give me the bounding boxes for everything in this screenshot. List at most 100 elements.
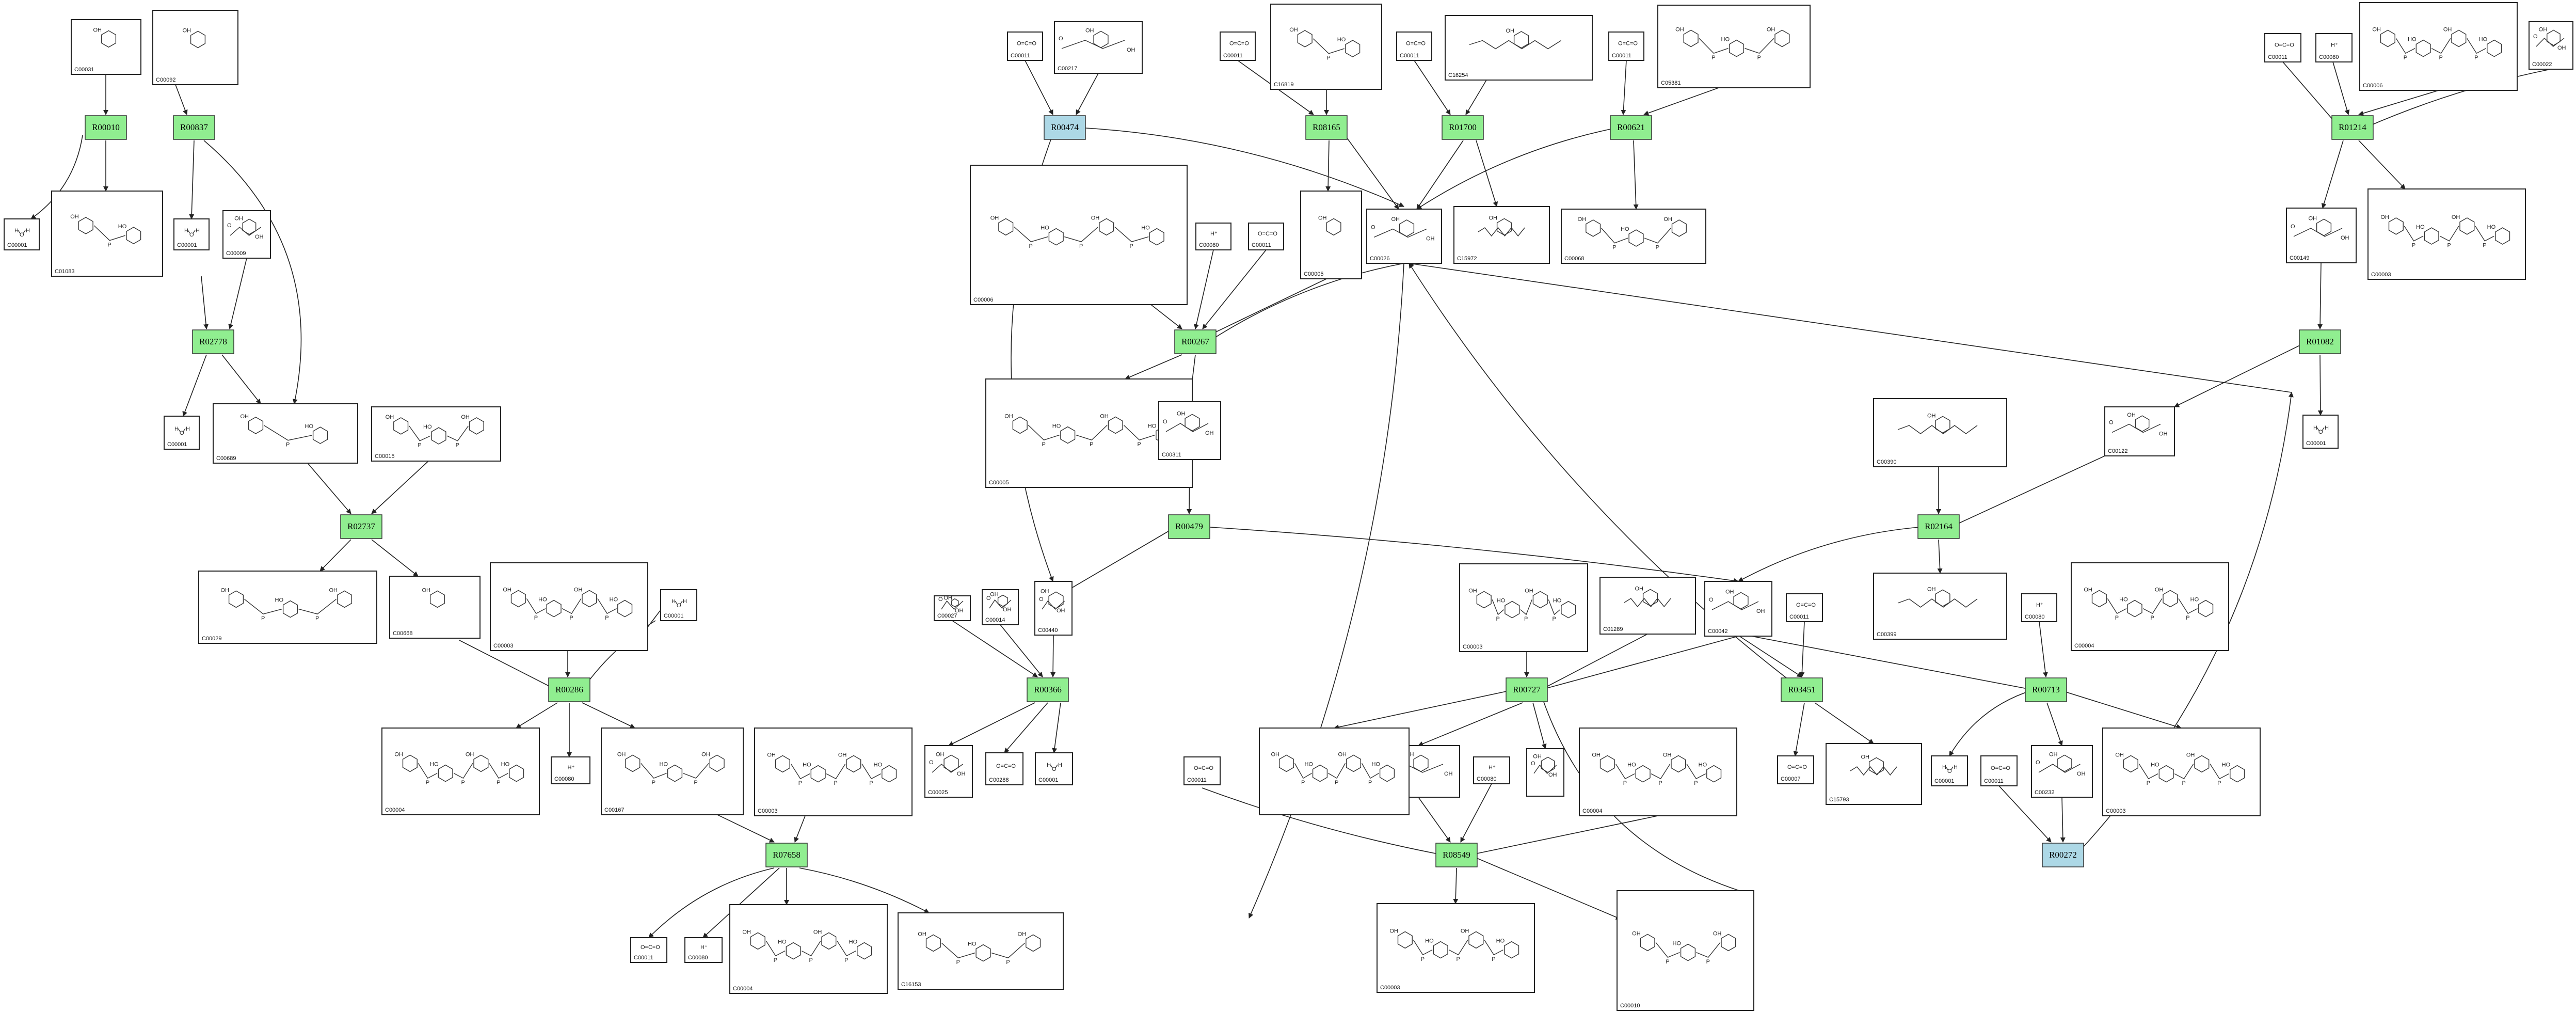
compound-node[interactable]: H⁺C00080 (684, 937, 723, 963)
reaction-node[interactable]: R01700 (1442, 115, 1484, 140)
compound-id-label: C00006 (2363, 83, 2383, 89)
reaction-node[interactable]: R00366 (1027, 677, 1069, 702)
reaction-node[interactable]: R00713 (2025, 677, 2067, 702)
compound-box (2286, 208, 2357, 263)
svg-text:OH: OH (1085, 27, 1094, 34)
reaction-node[interactable]: R08165 (1305, 115, 1348, 140)
reaction-node[interactable]: R00479 (1168, 514, 1210, 539)
compound-node[interactable]: H⁺C00080 (1473, 756, 1510, 784)
reaction-node[interactable]: R01214 (2331, 115, 2374, 140)
svg-text:H: H (1058, 762, 1062, 768)
compound-node[interactable]: H⁺C00080 (551, 756, 590, 784)
reaction-node[interactable]: R02737 (340, 514, 382, 539)
reaction-node[interactable]: R00267 (1174, 329, 1217, 354)
reaction-node[interactable]: R00837 (173, 115, 215, 140)
compound-node[interactable]: H⁺C00080 (1195, 223, 1231, 250)
reaction-node[interactable]: R00286 (548, 677, 590, 702)
reaction-node[interactable]: R00010 (85, 115, 127, 140)
reaction-node[interactable]: R00727 (1506, 677, 1548, 702)
reaction-node[interactable]: R00272 (2042, 843, 2084, 867)
reaction-node[interactable]: R01082 (2299, 329, 2341, 354)
reaction-node[interactable]: R00474 (1044, 115, 1086, 140)
compound-node[interactable]: H⁺C00080 (2021, 593, 2057, 622)
svg-text:P: P (694, 780, 697, 786)
compound-node[interactable]: H⁺C00080 (2315, 33, 2353, 62)
reaction-node[interactable]: R07658 (765, 843, 808, 867)
reaction-node[interactable]: R03451 (1781, 677, 1823, 702)
reaction-node[interactable]: R02164 (1917, 514, 1960, 539)
reaction-node[interactable]: R02778 (192, 329, 234, 354)
reaction-node[interactable]: R08549 (1435, 843, 1478, 867)
reaction-node[interactable]: R00621 (1610, 115, 1652, 140)
compound-box (729, 904, 888, 994)
